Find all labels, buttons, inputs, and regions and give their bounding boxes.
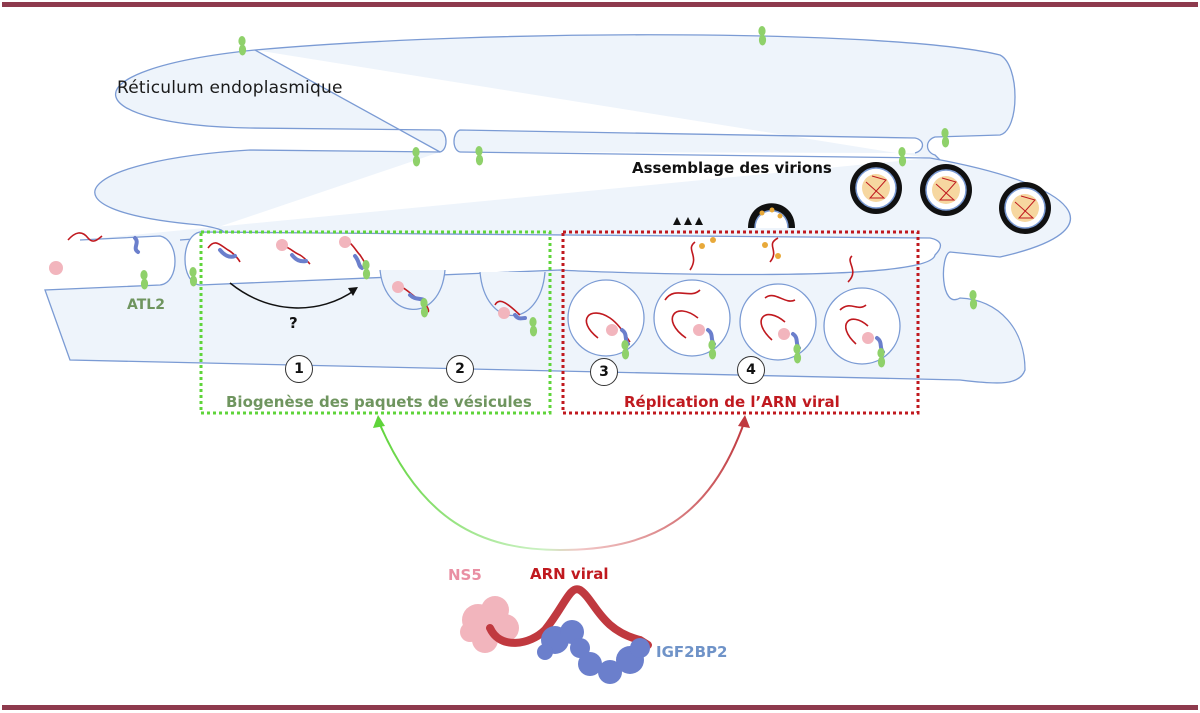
- step-2-marker: 2: [446, 355, 474, 383]
- ns5-label: NS5: [448, 566, 482, 584]
- biogenesis-box: [199, 230, 552, 415]
- virion-assembly-label: Assemblage des virions: [632, 159, 832, 177]
- atl2-label: ATL2: [127, 297, 165, 313]
- ns5-proteins: [49, 236, 874, 344]
- top-border-rule: [2, 2, 1198, 7]
- er-label: Réticulum endoplasmique: [117, 78, 343, 98]
- igf2bp2-label: IGF2BP2: [656, 643, 728, 661]
- er-tubule-top: [115, 34, 1016, 161]
- step-4-marker: 4: [737, 356, 765, 384]
- step-1-marker: 1: [285, 355, 313, 383]
- bottom-border-rule: [2, 705, 1198, 710]
- unknown-transition-arrow: [229, 282, 356, 309]
- feedback-arc: [377, 419, 746, 552]
- replication-box: [561, 230, 920, 415]
- replication-label: Réplication de l’ARN viral: [624, 393, 840, 411]
- step-3-marker: 3: [590, 358, 618, 386]
- biogenesis-label: Biogenèse des paquets de vésicules: [226, 393, 532, 411]
- viral-rna-label: ARN viral: [530, 565, 609, 583]
- virions: [673, 162, 1051, 234]
- ns5-rna-igf2bp2-complex: [460, 585, 652, 684]
- unknown-step-label: ?: [289, 314, 298, 332]
